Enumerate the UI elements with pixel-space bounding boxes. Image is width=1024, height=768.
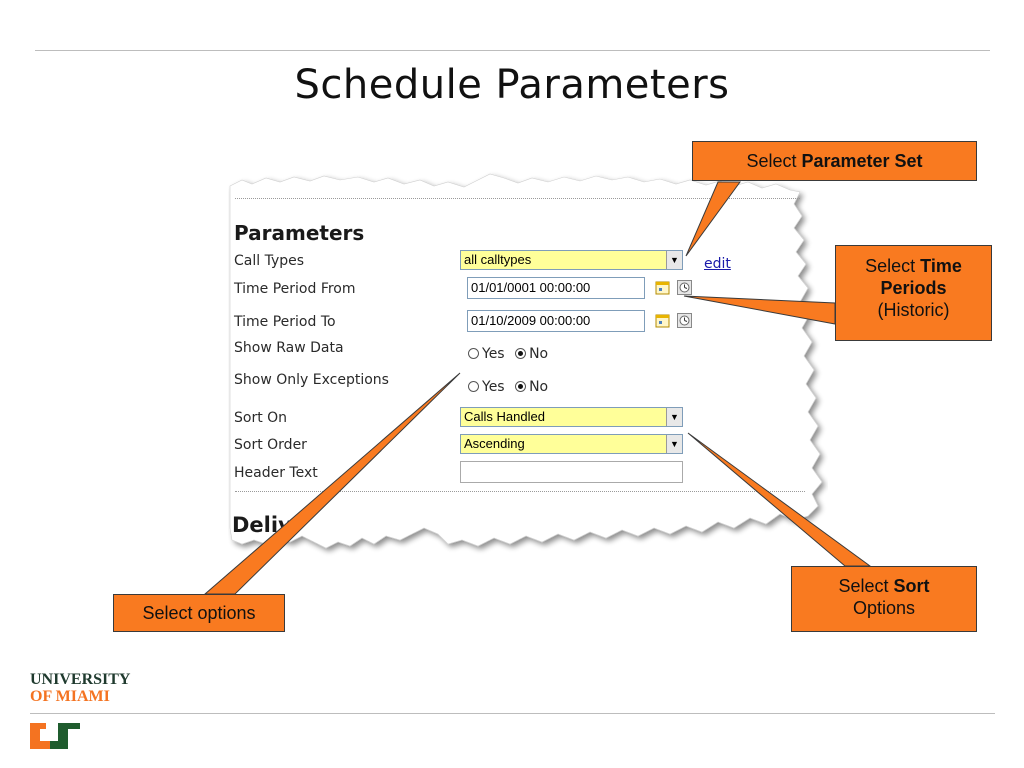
sort-on-value: Calls Handled: [464, 409, 545, 424]
show-raw-data-radio-group: Yes No: [468, 346, 554, 362]
calendar-icon[interactable]: [655, 313, 670, 328]
time-period-to-label: Time Period To: [234, 314, 336, 330]
show-raw-no-label: No: [529, 346, 549, 362]
show-exceptions-yes-label: Yes: [482, 379, 505, 395]
sort-on-label: Sort On: [234, 410, 288, 426]
callout-sort-suffix: Options: [852, 598, 916, 618]
call-types-value: all calltypes: [464, 252, 532, 267]
show-exceptions-no-radio[interactable]: [515, 381, 527, 392]
chevron-down-icon[interactable]: ▼: [666, 408, 682, 426]
show-exceptions-no-label: No: [529, 379, 549, 395]
wordmark-line-1: UNIVERSITY: [30, 671, 131, 688]
show-raw-yes-radio[interactable]: [468, 348, 479, 359]
slide-title: Schedule Parameters: [294, 62, 730, 108]
show-raw-yes-label: Yes: [482, 346, 505, 362]
sort-order-label: Sort Order: [234, 437, 307, 453]
clock-icon[interactable]: [677, 313, 692, 328]
callout-select-options-text: Select options: [142, 603, 256, 623]
bottom-divider: [30, 713, 995, 714]
callout-parameter-set-prefix: Select: [746, 151, 802, 171]
callout-sort-options: Select Sort Options: [791, 566, 977, 632]
options-pointer: [203, 372, 461, 595]
callout-sort-bold: Sort: [893, 576, 930, 596]
top-dotted-divider: [235, 198, 800, 199]
parameters-form: Parameters Call Types all calltypes ▼ ed…: [230, 188, 805, 538]
time-period-to-input[interactable]: 01/10/2009 00:00:00: [467, 310, 645, 332]
time-period-from-input[interactable]: 01/01/0001 00:00:00: [467, 277, 645, 299]
chevron-down-icon[interactable]: ▼: [666, 251, 682, 269]
time-periods-pointer: [683, 295, 836, 325]
callout-parameter-set: Select Parameter Set: [692, 141, 977, 181]
call-types-dropdown[interactable]: all calltypes ▼: [460, 250, 683, 270]
top-divider: [35, 50, 990, 51]
callout-time-periods-suffix: (Historic): [877, 300, 950, 320]
university-of-miami-wordmark: UNIVERSITY OF MIAMI: [30, 671, 130, 705]
callout-time-periods: Select Time Periods (Historic): [835, 245, 992, 341]
wordmark-line-2: OF MIAMI: [30, 688, 110, 705]
chevron-down-icon[interactable]: ▼: [666, 435, 682, 453]
bottom-dotted-divider: [235, 491, 805, 492]
callout-parameter-set-bold: Parameter Set: [801, 151, 923, 171]
sort-pointer: [687, 432, 872, 567]
calendar-icon[interactable]: [655, 280, 670, 295]
parameters-heading: Parameters: [234, 221, 365, 245]
show-raw-no-radio[interactable]: [515, 348, 527, 359]
header-text-label: Header Text: [234, 465, 318, 481]
callout-time-periods-prefix: Select: [865, 256, 921, 276]
parameter-set-pointer: [685, 181, 741, 257]
time-period-from-label: Time Period From: [234, 281, 356, 297]
sort-on-dropdown[interactable]: Calls Handled ▼: [460, 407, 683, 427]
u-logo-icon: [30, 723, 80, 749]
header-text-input[interactable]: [460, 461, 683, 483]
edit-parameter-set-link[interactable]: edit: [704, 256, 731, 272]
callout-select-options: Select options: [113, 594, 285, 632]
call-types-label: Call Types: [234, 253, 305, 269]
clock-icon[interactable]: [677, 280, 692, 295]
callout-sort-prefix: Select: [838, 576, 894, 596]
callout-time-periods-bold: Time Periods: [880, 256, 962, 298]
show-only-exceptions-label: Show Only Exceptions: [234, 372, 389, 388]
show-exceptions-yes-radio[interactable]: [468, 381, 479, 392]
show-raw-data-label: Show Raw Data: [234, 340, 344, 356]
show-exceptions-radio-group: Yes No: [468, 379, 554, 395]
sort-order-dropdown[interactable]: Ascending ▼: [460, 434, 683, 454]
sort-order-value: Ascending: [464, 436, 525, 451]
